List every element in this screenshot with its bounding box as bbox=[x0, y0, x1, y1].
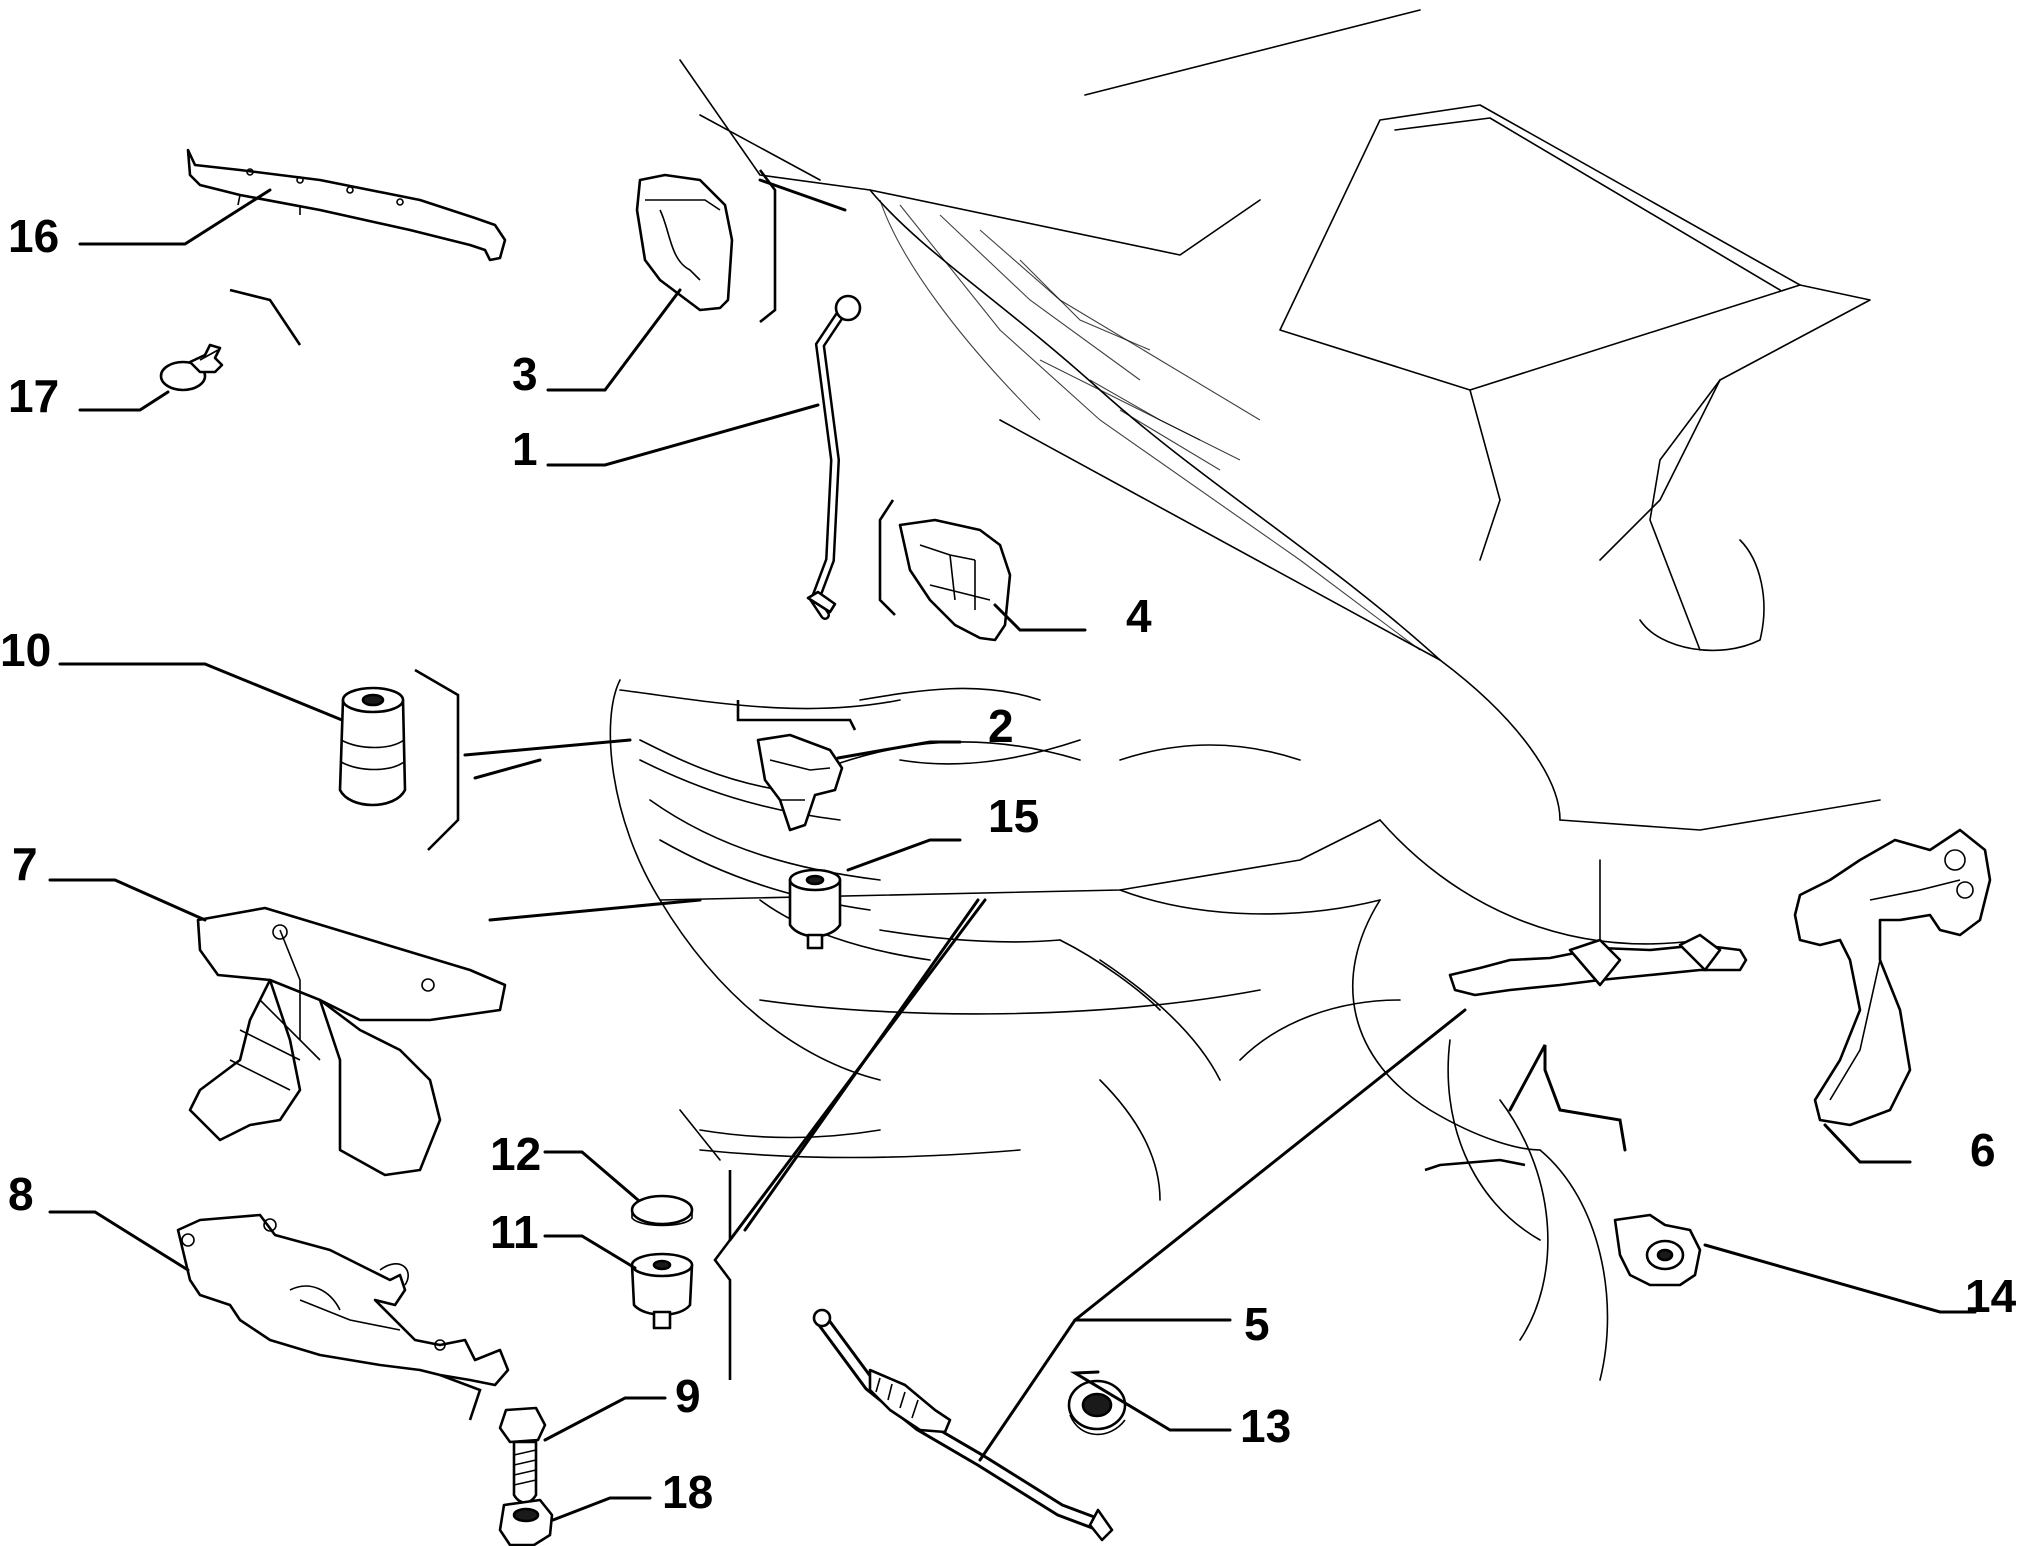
callout-8: 8 bbox=[8, 1168, 34, 1220]
part-5-cable bbox=[812, 1308, 1114, 1542]
callout-14: 14 bbox=[1965, 1270, 2017, 1322]
part-9-bolt bbox=[498, 1406, 547, 1504]
part-12-cap bbox=[630, 1194, 694, 1227]
part-2-clip bbox=[756, 733, 844, 832]
part-16-strip bbox=[186, 148, 507, 262]
car-body-outline bbox=[609, 9, 1881, 1381]
callout-5: 5 bbox=[1244, 1298, 1270, 1350]
part-7-latch-bracket bbox=[188, 906, 507, 1177]
callout-17: 17 bbox=[8, 370, 59, 422]
part-4-latch-block bbox=[898, 518, 1012, 642]
group-brackets bbox=[229, 169, 1526, 1421]
part-8-lock-plate bbox=[176, 1213, 510, 1387]
leader-lines bbox=[48, 178, 1977, 1522]
callout-9: 9 bbox=[675, 1370, 701, 1422]
part-10-bump-stop bbox=[338, 686, 407, 807]
part-11-grommet bbox=[630, 1252, 694, 1330]
callout-2: 2 bbox=[988, 700, 1014, 752]
callout-labels: 16 17 3 1 4 10 2 15 7 8 12 11 9 18 5 13 … bbox=[0, 210, 2017, 1518]
callout-18: 18 bbox=[662, 1466, 713, 1518]
callout-1: 1 bbox=[512, 423, 538, 475]
part-6-latch bbox=[1448, 828, 1992, 1127]
callout-12: 12 bbox=[490, 1128, 541, 1180]
callout-6: 6 bbox=[1970, 1124, 1996, 1176]
part-18-nut bbox=[498, 1498, 554, 1546]
callout-4: 4 bbox=[1126, 590, 1152, 642]
part-1-prop-rod bbox=[806, 294, 862, 620]
callout-10: 10 bbox=[0, 624, 51, 676]
part-14-clip bbox=[1613, 1213, 1702, 1287]
part-15-grommet bbox=[788, 868, 842, 950]
callout-16: 16 bbox=[8, 210, 59, 262]
part-17-clip bbox=[159, 343, 224, 392]
part-3-pad bbox=[635, 173, 734, 312]
callout-15: 15 bbox=[988, 790, 1039, 842]
callout-11: 11 bbox=[490, 1206, 539, 1258]
part-13-ring bbox=[1067, 1379, 1127, 1436]
callout-7: 7 bbox=[12, 838, 38, 890]
callout-3: 3 bbox=[512, 348, 538, 400]
callout-13: 13 bbox=[1240, 1400, 1291, 1452]
